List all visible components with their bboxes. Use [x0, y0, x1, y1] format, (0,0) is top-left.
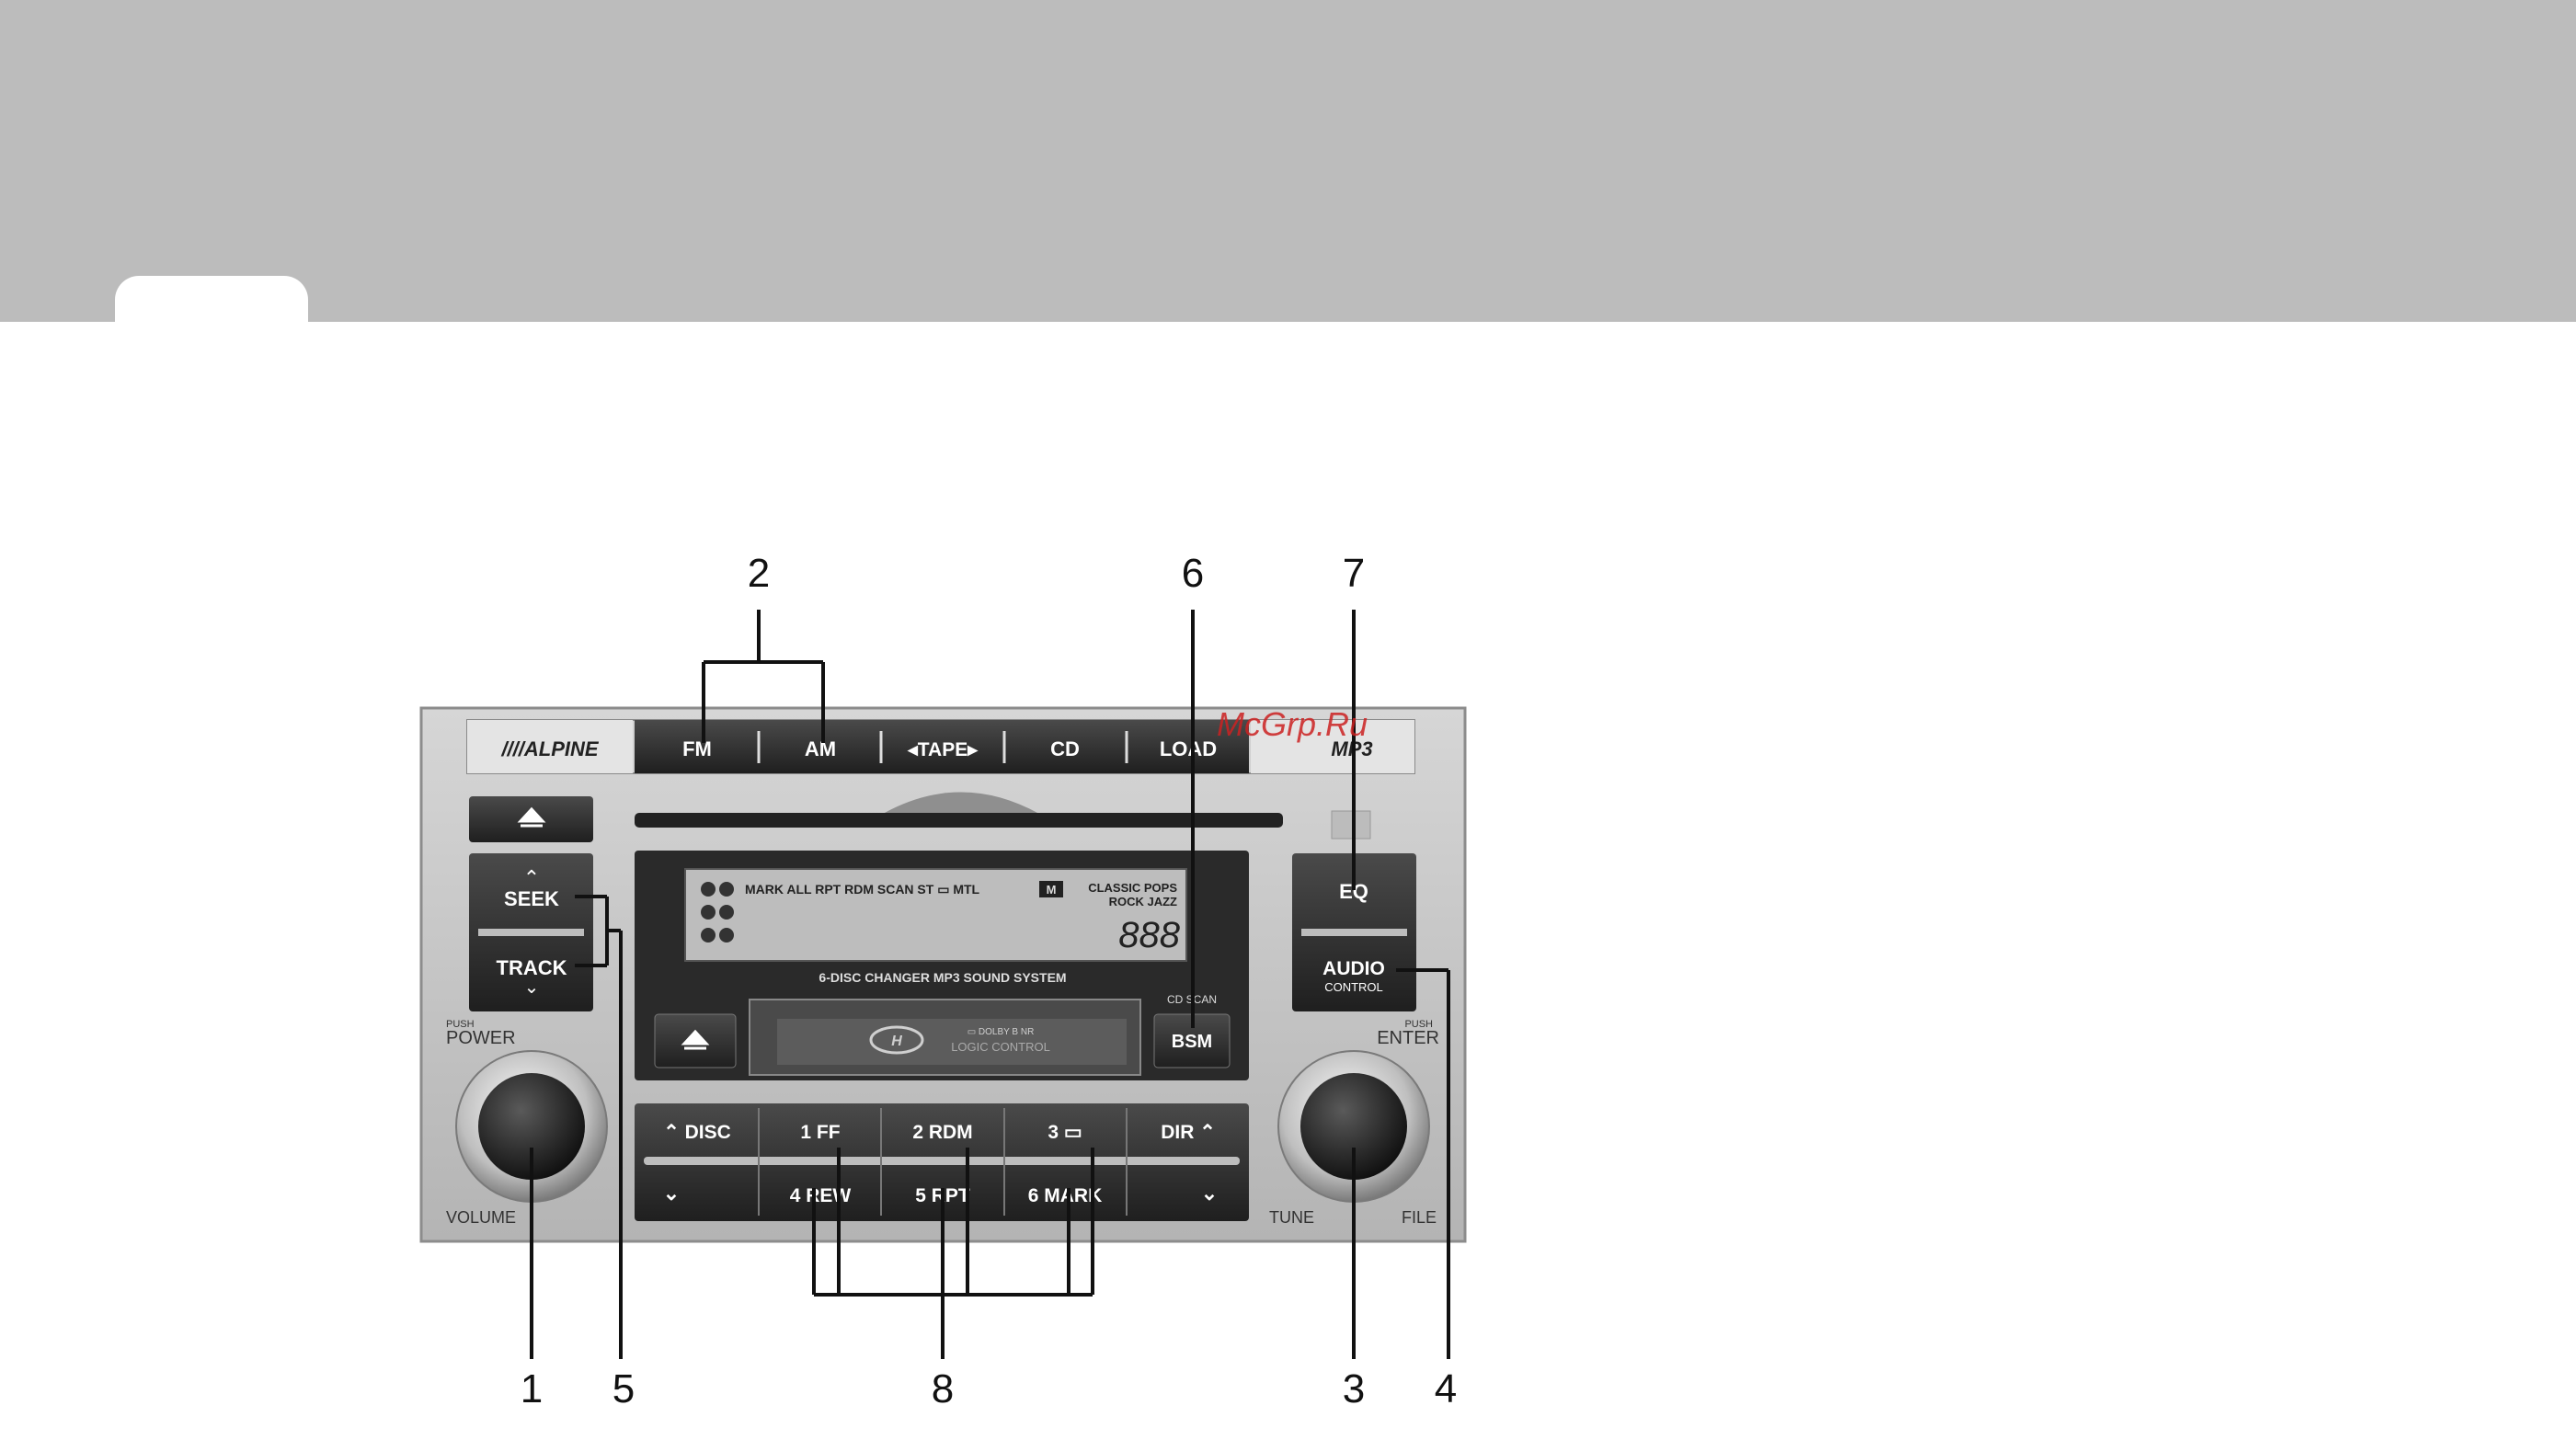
audio-control-label: CONTROL [1324, 980, 1383, 994]
mode-button-bar [635, 720, 1249, 773]
tape-button[interactable]: ◂TAPE▸ [907, 739, 979, 760]
fm-button[interactable]: FM [682, 737, 712, 760]
mp3-plate [1251, 720, 1414, 773]
preset-1-button[interactable]: 1 FF [800, 1122, 840, 1143]
callout-3: 3 [1343, 1366, 1365, 1411]
dir-up-button[interactable]: DIR ⌃ [1161, 1122, 1216, 1143]
preset-3-button[interactable]: 3 ▭ [1048, 1122, 1082, 1143]
preset-divider [644, 1157, 1240, 1165]
push-power-small: PUSH [446, 1019, 475, 1030]
display-genres-2: ROCK JAZZ [1109, 895, 1177, 908]
system-label: 6-DISC CHANGER MP3 SOUND SYSTEM [819, 970, 1066, 985]
lcd-display [684, 868, 1187, 962]
brand-plate [467, 720, 633, 773]
tune-label: TUNE [1269, 1208, 1314, 1227]
volume-label: VOLUME [446, 1208, 516, 1227]
preset-6-button[interactable]: 6 MARK [1028, 1185, 1103, 1206]
push-enter-small: PUSH [1404, 1019, 1433, 1030]
cassette-eject-icon [681, 1029, 710, 1050]
display-m: M [1047, 883, 1057, 897]
dir-down-button[interactable]: ⌄ [1201, 1182, 1218, 1205]
seek-track-divider [478, 929, 584, 936]
disc-down-button[interactable]: ⌄ [663, 1182, 680, 1205]
display-m-box [1039, 881, 1063, 897]
disc-up-button[interactable]: ⌃ DISC [663, 1122, 731, 1143]
seek-up-icon: ⌃ [523, 866, 540, 889]
callout-7: 7 [1343, 551, 1365, 596]
display-genres-1: CLASSIC POPS [1088, 881, 1177, 895]
tune-knob[interactable] [1277, 1050, 1430, 1203]
seek-label: SEEK [504, 887, 559, 910]
file-label: FILE [1402, 1208, 1437, 1227]
load-button[interactable]: LOAD [1160, 737, 1217, 760]
callout-lines [530, 610, 1450, 1359]
slot-hump [883, 792, 1039, 814]
watermark: McGrp.Ru [1217, 705, 1368, 743]
header-band [0, 0, 2576, 322]
callout-2: 2 [748, 551, 770, 596]
eject-icon [517, 806, 546, 828]
cd-button[interactable]: CD [1050, 737, 1080, 760]
logic-control-label: LOGIC CONTROL [951, 1040, 1050, 1054]
power-label: POWER [446, 1028, 516, 1048]
callout-8: 8 [932, 1366, 954, 1411]
hyundai-logo-icon [869, 1025, 924, 1055]
enter-label: ENTER [1377, 1028, 1439, 1048]
svg-text:H: H [891, 1034, 902, 1049]
dolby-label: ▭ DOLBY B NR [967, 1027, 1035, 1037]
cassette-window [777, 1019, 1127, 1065]
callout-4: 4 [1435, 1366, 1457, 1411]
disc-slot [635, 813, 1283, 828]
callout-6: 6 [1182, 551, 1204, 596]
page-tab [115, 276, 308, 331]
ir-sensor [1331, 810, 1371, 840]
am-button[interactable]: AM [805, 737, 836, 760]
bsm-label: BSM [1172, 1032, 1212, 1052]
display-digits: 888 [1118, 915, 1180, 955]
preset-2-button[interactable]: 2 RDM [912, 1122, 972, 1143]
track-down-icon: ⌄ [524, 977, 540, 998]
preset-4-button[interactable]: 4 REW [790, 1185, 852, 1206]
callout-1: 1 [521, 1366, 543, 1411]
brand-logo: ////ALPINE [500, 737, 599, 760]
eq-audio-divider [1301, 929, 1407, 936]
display-indicators: MARK ALL RPT RDM SCAN ST ▭ MTL [745, 882, 980, 897]
callout-5: 5 [613, 1366, 635, 1411]
track-label: TRACK [497, 956, 567, 979]
audio-button[interactable]: AUDIO [1322, 958, 1385, 979]
